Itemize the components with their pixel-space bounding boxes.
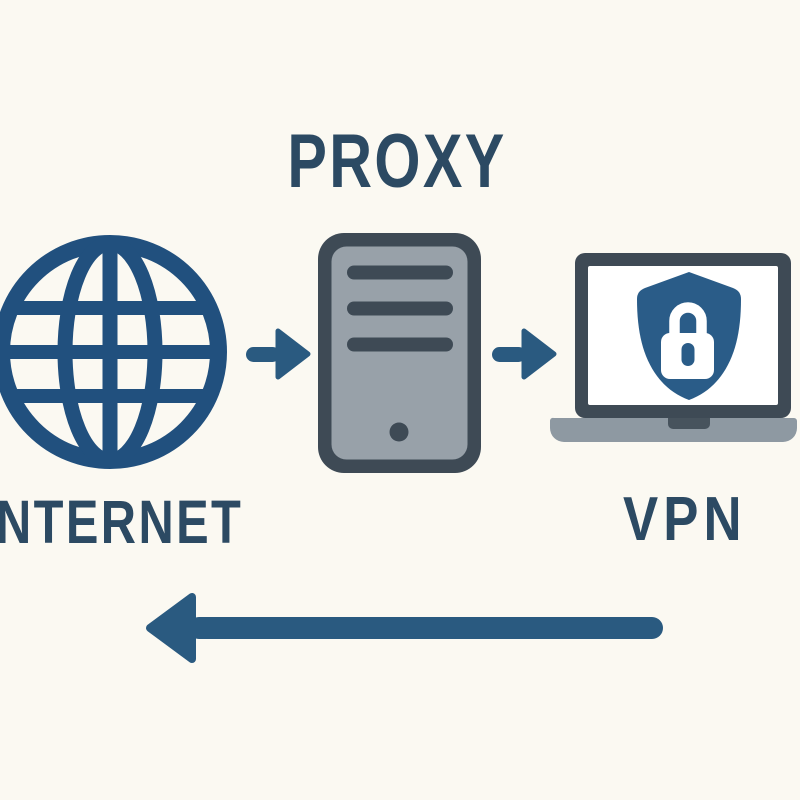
laptop-shield-lock-icon xyxy=(549,253,797,442)
globe-icon xyxy=(0,235,227,469)
server-slot xyxy=(347,301,453,316)
power-button-dot xyxy=(389,422,409,442)
arrow-vpn-to-internet-icon xyxy=(146,593,663,663)
laptop-base xyxy=(549,417,797,442)
internet-label: NTERNET xyxy=(0,488,244,556)
lock-keyhole xyxy=(681,343,695,366)
server-slot xyxy=(347,337,453,352)
proxy-server-icon xyxy=(318,233,481,473)
shield-lock-icon xyxy=(637,272,741,400)
server-slot xyxy=(347,265,453,280)
arrow-internet-to-proxy-icon xyxy=(246,328,311,380)
arrow-proxy-to-vpn-icon xyxy=(492,328,557,380)
laptop-hinge-notch xyxy=(668,418,710,429)
proxy-label: PROXY xyxy=(287,119,507,204)
vpn-label: VPN xyxy=(623,485,747,554)
server-body xyxy=(331,246,468,460)
lock-shackle xyxy=(669,302,707,334)
